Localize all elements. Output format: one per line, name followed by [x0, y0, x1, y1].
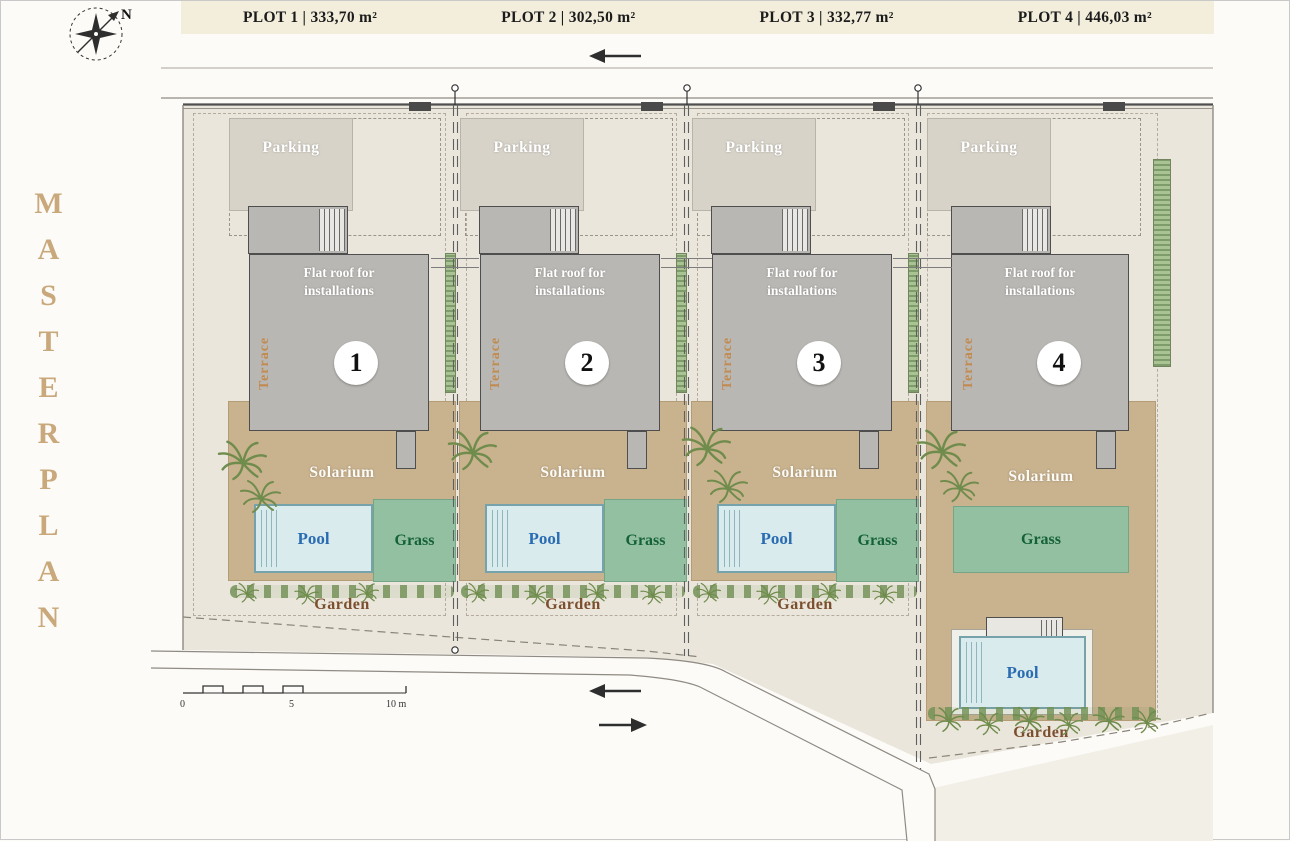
scale-zero: 0	[180, 699, 185, 710]
building-upper	[951, 206, 1051, 254]
grass-label: Grass	[857, 531, 898, 549]
pool-area: Pool	[717, 504, 836, 573]
boundary-hedge	[908, 253, 919, 393]
solarium-label: Solarium	[540, 464, 606, 481]
grass-label: Grass	[1021, 530, 1061, 548]
building-upper	[711, 206, 811, 254]
pool-label: Pool	[1006, 662, 1039, 682]
parking-label: Parking	[493, 139, 551, 156]
building-upper	[479, 206, 579, 254]
terrace-label: Terrace	[961, 336, 976, 391]
terrace-label: Terrace	[720, 336, 735, 391]
plot1-area-label: PLOT 1 | 333,70 m²	[243, 8, 378, 26]
grass-label: Grass	[394, 531, 435, 549]
flat-roof-label: Flat roof for installations	[1004, 265, 1076, 299]
staircase-icon	[782, 209, 808, 251]
grass-area: Grass	[836, 499, 919, 582]
staircase-icon	[1022, 209, 1048, 251]
grass-area: Grass	[604, 499, 687, 582]
boundary-hedge	[676, 253, 687, 393]
plot-area-3: Parking Pool Grass Flat roof for install…	[687, 106, 919, 636]
garden-label: Garden	[314, 596, 370, 613]
building-annex	[1096, 431, 1116, 469]
pool-label: Pool	[297, 528, 330, 548]
garden-label: Garden	[1013, 724, 1069, 741]
scale-ten: 10 m	[386, 699, 407, 710]
solarium-label: Solarium	[772, 464, 838, 481]
grass-label: Grass	[625, 531, 666, 549]
plot-number-badge: 3	[797, 341, 841, 385]
pool-area: Pool	[959, 636, 1086, 709]
solarium-label: Solarium	[309, 464, 375, 481]
staircase-icon	[550, 209, 576, 251]
boundary-hedge	[445, 253, 456, 393]
plot-number-badge: 2	[565, 341, 609, 385]
flat-roof-label: Flat roof for installations	[303, 265, 375, 299]
pool-area: Pool	[254, 504, 373, 573]
plot-number-badge: 1	[334, 341, 378, 385]
parking-driveway	[927, 118, 1051, 211]
plot-number-badge: 4	[1037, 341, 1081, 385]
scale-bar: 0 5 10 m	[180, 685, 407, 710]
parking-label: Parking	[725, 139, 783, 156]
bottom-road	[150, 650, 936, 841]
east-boundary-hedge	[1153, 159, 1171, 367]
staircase-icon	[319, 209, 345, 251]
pool-area: Pool	[485, 504, 604, 573]
solarium-label: Solarium	[1008, 468, 1074, 485]
plot3-area-label: PLOT 3 | 332,77 m²	[759, 8, 894, 26]
scale-five: 5	[289, 699, 294, 710]
pool-label: Pool	[760, 528, 793, 548]
parking-label: Parking	[960, 139, 1018, 156]
masterplan-title: MASTERPLAN	[32, 187, 65, 647]
pool-label: Pool	[528, 528, 561, 548]
grass-area: Grass	[953, 506, 1129, 573]
flat-roof-label: Flat roof for installations	[534, 265, 606, 299]
compass-rose-icon: N	[69, 7, 132, 61]
parking-driveway	[229, 118, 353, 211]
plot-area-1: Parking Pool Grass Flat roof for install…	[183, 106, 456, 636]
plot2-area-label: PLOT 2 | 302,50 m²	[501, 8, 636, 26]
flat-roof-label: Flat roof for installations	[766, 265, 838, 299]
garden-hedge	[928, 707, 1156, 720]
building-upper	[248, 206, 348, 254]
terrace-label: Terrace	[257, 336, 272, 391]
plot4-area-label: PLOT 4 | 446,03 m²	[1017, 8, 1152, 26]
parking-driveway	[460, 118, 584, 211]
terrace-label: Terrace	[488, 336, 503, 391]
plot-legend-bar: PLOT 1 | 333,70 m² PLOT 2 | 302,50 m² PL…	[181, 1, 1214, 34]
plot-area-2: Parking Pool Grass Flat roof for install…	[456, 106, 687, 636]
compass-north-label: N	[121, 7, 132, 23]
garden-label: Garden	[545, 596, 601, 613]
parking-label: Parking	[262, 139, 320, 156]
grass-area: Grass	[373, 499, 456, 582]
garden-label: Garden	[777, 596, 833, 613]
top-road	[161, 67, 1213, 109]
parking-driveway	[692, 118, 816, 211]
